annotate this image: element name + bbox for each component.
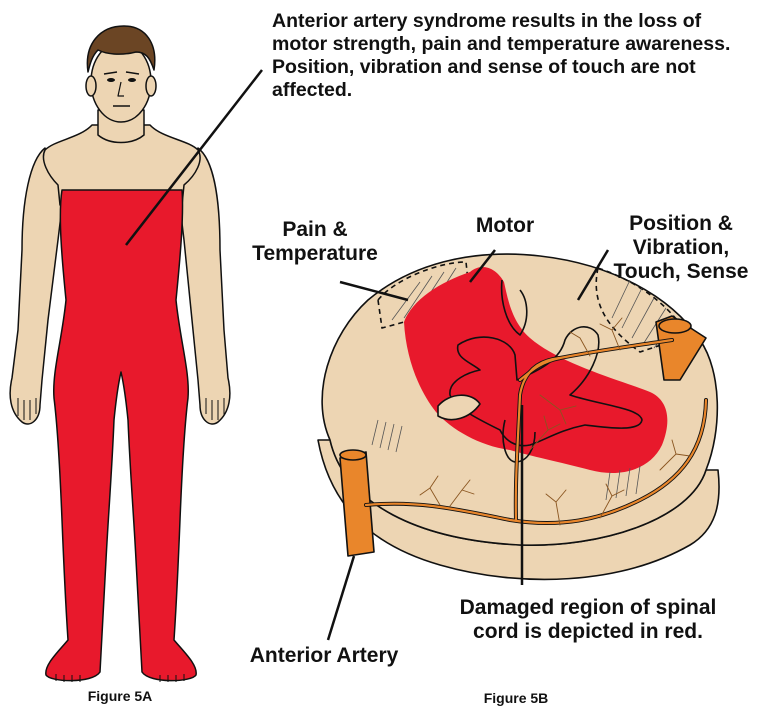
right-eye — [128, 78, 136, 82]
anterior-artery-label: Anterior Artery — [224, 644, 424, 668]
position-line-2: Vibration, — [596, 236, 766, 260]
figure-5b-caption: Figure 5B — [456, 690, 576, 706]
left-ear — [86, 76, 96, 96]
right-ear — [146, 76, 156, 96]
damaged-line-1: Damaged region of spinal — [418, 596, 758, 620]
left-eye — [107, 78, 115, 82]
figure-5a-caption: Figure 5A — [60, 688, 180, 704]
position-line-1: Position & — [596, 212, 766, 236]
anterior-artery-top — [340, 450, 366, 460]
damaged-region-label: Damaged region of spinal cord is depicte… — [418, 596, 758, 644]
affected-region-body — [46, 190, 196, 681]
motor-label: Motor — [460, 214, 550, 238]
position-line-3: Touch, Sense — [596, 260, 766, 284]
damaged-line-2: cord is depicted in red. — [418, 620, 758, 644]
anterior-artery-pointer — [328, 556, 354, 640]
pain-temperature-label: Pain & Temperature — [242, 218, 388, 266]
syndrome-description: Anterior artery syndrome results in the … — [272, 10, 742, 102]
radicular-artery-top — [659, 319, 691, 333]
pain-temperature-line-1: Pain & — [242, 218, 388, 242]
human-figure — [10, 26, 230, 682]
pain-temperature-line-2: Temperature — [242, 242, 388, 266]
position-vibration-label: Position & Vibration, Touch, Sense — [596, 212, 766, 284]
